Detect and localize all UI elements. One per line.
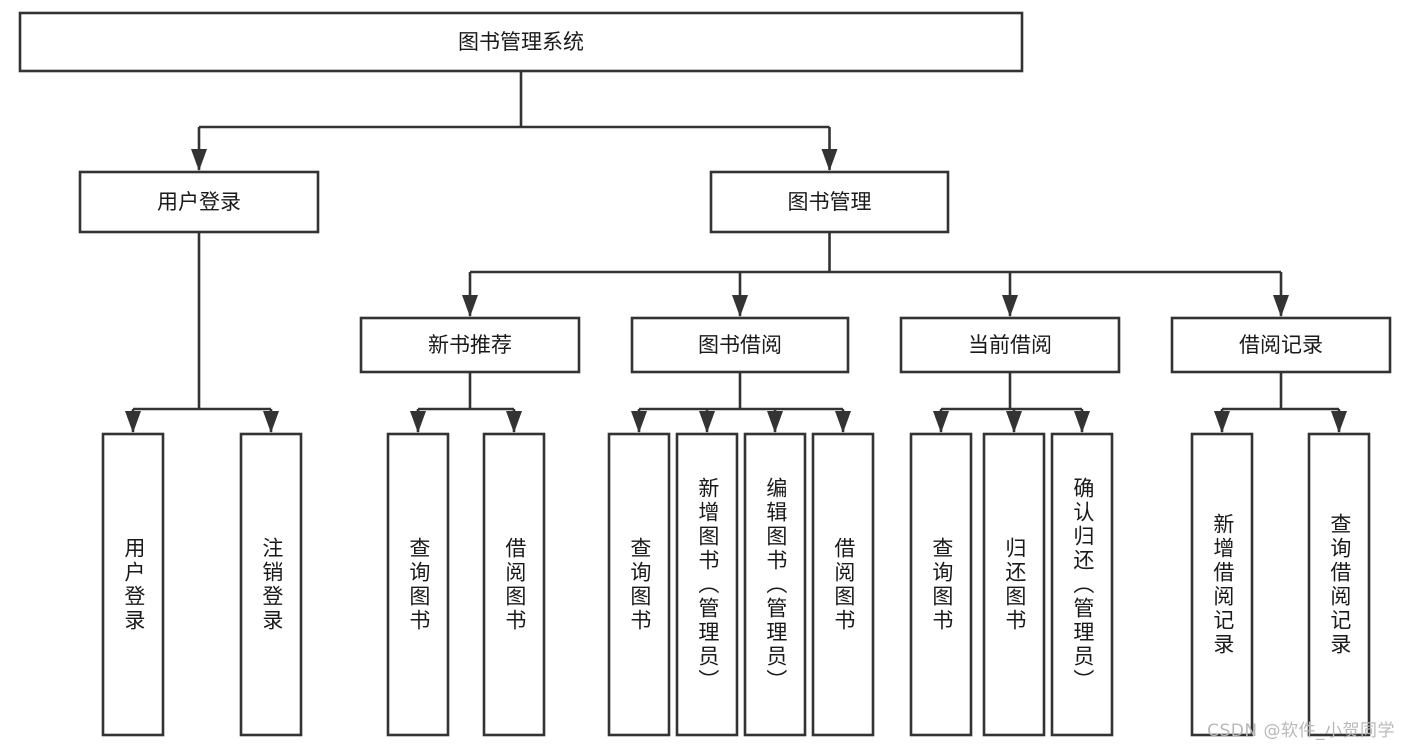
- node-leaf-query-record[interactable]: [1307, 432, 1371, 737]
- node-leaf-borrow-book-1[interactable]: [482, 432, 546, 737]
- arrow-book-manage-to-new-book-recommend: [462, 295, 478, 317]
- node-borrow-record-label: 借阅记录: [1239, 333, 1323, 357]
- arrow-new-book-recommend-to-leaf-query-book-1: [410, 411, 426, 433]
- arrow-book-borrow-to-leaf-edit-book: [767, 411, 783, 433]
- node-leaf-user-login[interactable]: [101, 432, 165, 737]
- node-current-borrow[interactable]: [899, 316, 1121, 374]
- node-root-label: 图书管理系统: [458, 30, 584, 54]
- node-book-manage-label: 图书管理: [788, 190, 872, 214]
- arrow-book-borrow-to-leaf-borrow-book-2: [835, 411, 851, 433]
- arrow-user-login-to-leaf-user-login: [125, 411, 141, 433]
- node-leaf-borrow-book-2[interactable]: [811, 432, 875, 737]
- arrow-new-book-recommend-to-leaf-borrow-book-1: [506, 411, 522, 433]
- node-book-borrow-label: 图书借阅: [698, 333, 782, 357]
- node-leaf-add-book[interactable]: [675, 432, 739, 737]
- boxes-layer: [18, 11, 1392, 737]
- node-new-book-recommend-label: 新书推荐: [428, 333, 512, 357]
- arrow-book-manage-to-current-borrow: [1002, 295, 1018, 317]
- arrow-current-borrow-to-leaf-confirm-return: [1074, 411, 1090, 433]
- node-leaf-return-book[interactable]: [982, 432, 1046, 737]
- node-current-borrow-label: 当前借阅: [968, 333, 1052, 357]
- node-leaf-logout[interactable]: [239, 432, 303, 737]
- node-borrow-record[interactable]: [1170, 316, 1392, 374]
- arrow-borrow-record-to-leaf-query-record: [1331, 411, 1347, 433]
- node-leaf-confirm-return[interactable]: [1050, 432, 1114, 737]
- node-leaf-edit-book[interactable]: [743, 432, 807, 737]
- node-user-login[interactable]: [78, 170, 320, 234]
- arrow-root-to-user-login: [191, 149, 207, 171]
- node-user-login-label: 用户登录: [157, 190, 241, 214]
- node-book-manage[interactable]: [709, 170, 950, 234]
- arrow-current-borrow-to-leaf-return-book: [1006, 411, 1022, 433]
- arrow-book-manage-to-borrow-record: [1273, 295, 1289, 317]
- node-book-borrow[interactable]: [630, 316, 850, 374]
- arrow-root-to-book-manage: [821, 149, 838, 171]
- csdn-watermark: CSDN @软件_小贺同学: [1207, 721, 1395, 741]
- arrow-book-borrow-to-leaf-query-book-2: [631, 411, 647, 433]
- node-leaf-add-record[interactable]: [1190, 432, 1254, 737]
- arrow-borrow-record-to-leaf-add-record: [1214, 411, 1230, 433]
- connectors-layer: [125, 71, 1347, 433]
- node-leaf-query-book-3[interactable]: [909, 432, 973, 737]
- arrow-user-login-to-leaf-logout: [263, 411, 279, 433]
- arrow-book-manage-to-book-borrow: [732, 295, 748, 317]
- arrow-current-borrow-to-leaf-query-book-3: [933, 411, 949, 433]
- node-root[interactable]: [18, 11, 1024, 73]
- node-leaf-query-book-2[interactable]: [607, 432, 671, 737]
- node-leaf-query-book-1[interactable]: [386, 432, 450, 737]
- arrow-book-borrow-to-leaf-add-book: [699, 411, 715, 433]
- node-new-book-recommend[interactable]: [359, 316, 581, 374]
